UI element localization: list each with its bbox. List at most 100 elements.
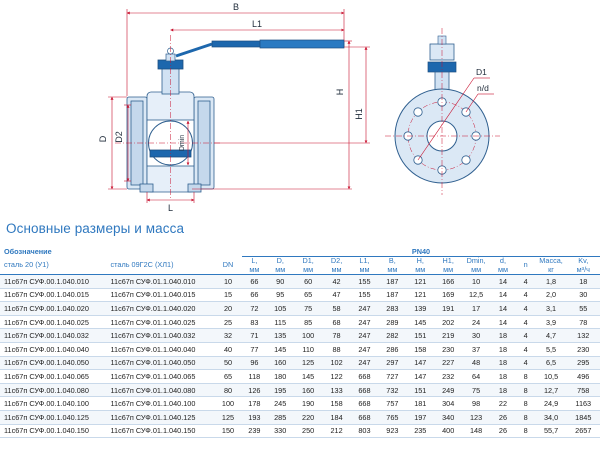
table-cell: 4,7 <box>535 328 567 343</box>
table-cell: 60 <box>293 274 323 289</box>
table-cell: 11с67п СУФ.01.1.040.025 <box>106 315 215 330</box>
table-cell: 105 <box>266 301 294 316</box>
col-header-mass: Масса,кг <box>535 256 567 275</box>
valve-technical-drawing: B L1 H H1 D D2 Dmin L D1 <box>98 2 500 212</box>
dim-label-d2: D2 <box>114 131 124 143</box>
table-cell: 139 <box>406 301 435 316</box>
table-cell: 68 <box>322 315 351 330</box>
table-cell: 42 <box>322 274 351 289</box>
table-cell: 245 <box>266 396 294 411</box>
table-cell: 121 <box>406 288 435 303</box>
col-header-h1: H1,мм <box>434 256 463 275</box>
table-cell: 26 <box>490 410 516 425</box>
table-cell: 247 <box>350 356 379 371</box>
col-header-steel09: сталь 09Г2С (ХЛ1) <box>106 256 215 275</box>
table-cell: 232 <box>434 369 463 384</box>
table-cell: 32 <box>214 328 242 343</box>
table-cell: 1,8 <box>535 274 567 289</box>
dim-label-dmin: Dmin <box>179 135 186 151</box>
table-cell: 11с67п СУФ.00.1.040.015 <box>0 288 107 303</box>
table-cell: 247 <box>350 328 379 343</box>
table-cell: 286 <box>378 342 407 357</box>
table-cell: 110 <box>293 342 323 357</box>
table-cell: 115 <box>266 315 294 330</box>
col-header-dn: DN <box>214 256 242 275</box>
table-cell: 340 <box>434 410 463 425</box>
table-cell: 18 <box>490 328 516 343</box>
table-cell: 66 <box>241 288 267 303</box>
table-cell: 72 <box>241 301 267 316</box>
table-cell: 160 <box>266 356 294 371</box>
table-cell: 219 <box>434 328 463 343</box>
table-cell: 304 <box>434 396 463 411</box>
table-cell: 330 <box>266 424 294 439</box>
table-cell: 132 <box>566 328 600 343</box>
table-cell: 151 <box>406 328 435 343</box>
table-cell: 191 <box>434 301 463 316</box>
table-cell: 4 <box>515 328 536 343</box>
table-cell: 55,7 <box>535 424 567 439</box>
table-cell: 6,5 <box>535 356 567 371</box>
table-cell: 17 <box>462 301 491 316</box>
table-cell: 11с67п СУФ.01.1.040.150 <box>106 424 215 439</box>
table-cell: 133 <box>322 383 351 398</box>
table-cell: 24 <box>462 315 491 330</box>
table-cell: 193 <box>241 410 267 425</box>
table-cell: 8 <box>515 383 536 398</box>
table-cell: 15 <box>214 288 242 303</box>
table-cell: 190 <box>293 396 323 411</box>
table-cell: 147 <box>406 369 435 384</box>
dim-label-d: D <box>98 135 108 142</box>
table-cell: 757 <box>378 396 407 411</box>
table-cell: 18 <box>490 356 516 371</box>
table-cell: 166 <box>434 274 463 289</box>
table-cell: 155 <box>350 288 379 303</box>
table-cell: 496 <box>566 369 600 384</box>
table-cell: 125 <box>214 410 242 425</box>
table-cell: 220 <box>293 410 323 425</box>
dim-label-l1: L1 <box>252 19 262 29</box>
table-cell: 48 <box>462 356 491 371</box>
table-cell: 803 <box>350 424 379 439</box>
table-cell: 180 <box>266 369 294 384</box>
table-cell: 121 <box>406 274 435 289</box>
table-cell: 11с67п СУФ.01.1.040.015 <box>106 288 215 303</box>
table-cell: 78 <box>566 315 600 330</box>
table-cell: 47 <box>322 288 351 303</box>
table-cell: 102 <box>322 356 351 371</box>
table-cell: 14 <box>490 288 516 303</box>
table-cell: 65 <box>293 288 323 303</box>
table-cell: 100 <box>214 396 242 411</box>
table-cell: 77 <box>241 342 267 357</box>
table-cell: 80 <box>214 383 242 398</box>
dimensions-table: Обозначение PN40 сталь 20 (У1) сталь 09Г… <box>0 244 600 439</box>
table-cell: 147 <box>406 356 435 371</box>
table-cell: 250 <box>293 424 323 439</box>
table-cell: 118 <box>241 369 267 384</box>
table-cell: 11с67п СУФ.01.1.040.050 <box>106 356 215 371</box>
table-cell: 11с67п СУФ.01.1.040.080 <box>106 383 215 398</box>
table-cell: 83 <box>241 315 267 330</box>
table-cell: 668 <box>350 383 379 398</box>
section-title: Основные размеры и масса <box>6 221 185 236</box>
table-cell: 8 <box>515 410 536 425</box>
table-cell: 187 <box>378 288 407 303</box>
table-cell: 135 <box>266 328 294 343</box>
table-cell: 4 <box>515 315 536 330</box>
table-cell: 55 <box>566 301 600 316</box>
table-cell: 78 <box>322 328 351 343</box>
table-cell: 11с67п СУФ.01.1.040.010 <box>106 274 215 289</box>
table-cell: 1163 <box>566 396 600 411</box>
table-cell: 11с67п СУФ.00.1.040.050 <box>0 356 107 371</box>
table-cell: 66 <box>241 274 267 289</box>
table-cell: 758 <box>566 383 600 398</box>
table-cell: 668 <box>350 369 379 384</box>
table-cell: 11с67п СУФ.00.1.040.100 <box>0 396 107 411</box>
